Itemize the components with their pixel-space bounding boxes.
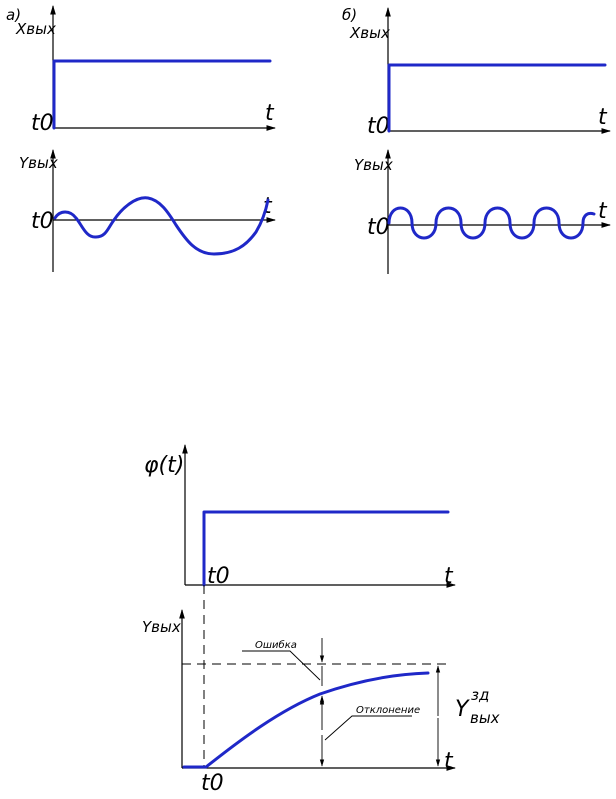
bottom-step-signal — [202, 510, 450, 587]
panel-b-output-t0-label: t0 — [367, 215, 390, 240]
panel-b: б) Xвых t t0 Yвых t t0 — [342, 6, 611, 274]
panel-a-output-t0-label: t0 — [31, 209, 54, 234]
bottom-input-plot: φ(t) t t0 — [144, 444, 456, 589]
error-leader — [242, 650, 321, 681]
panel-b-output-plot: Yвых t t0 — [354, 149, 611, 274]
bottom-output-plot: Yвых t t0 Ошибка Отклонение Y — [142, 609, 500, 796]
panel-a-step-signal — [52, 59, 272, 130]
panel-a-output-axis-label: Yвых — [19, 154, 58, 172]
panel-b-input-t0-label: t0 — [367, 114, 390, 139]
bottom-output-time-label: t — [444, 749, 454, 774]
panel-b-input-axis-label: Xвых — [349, 24, 390, 42]
bottom-output-axis-label: Yвых — [142, 618, 181, 636]
bottom-input-axis-label: φ(t) — [144, 453, 184, 478]
deviation-label: Отклонение — [356, 705, 420, 716]
bottom-output-t0-label: t0 — [201, 771, 224, 796]
panel-a-input-time-label: t — [265, 101, 275, 126]
panel-b-output-axis-label: Yвых — [354, 156, 393, 174]
error-label: Ошибка — [255, 639, 297, 651]
setpoint-label-main: Y — [455, 697, 470, 722]
panel-b-output-time-label: t — [598, 199, 608, 224]
panel-b-input-time-label: t — [598, 105, 608, 130]
bottom-input-time-label: t — [444, 564, 454, 589]
panel-a-output-plot: Yвых t t0 — [19, 149, 276, 272]
deviation-leader — [324, 715, 412, 741]
panel-b-step-signal — [387, 63, 607, 133]
bottom-response-curve — [182, 671, 430, 769]
panel-a: а) Xвых t t0 Yвых t t0 — [6, 5, 276, 272]
setpoint-label-superscript: зд — [471, 686, 489, 704]
bottom-diagram: φ(t) t t0 Yвых t t0 — [142, 444, 500, 796]
bottom-input-t0-label: t0 — [207, 564, 230, 589]
setpoint-label-subscript: вых — [470, 709, 500, 727]
panel-b-input-plot: Xвых t t0 — [349, 7, 611, 139]
panel-b-oscillation-curve — [387, 206, 596, 240]
panel-a-input-axis-label: Xвых — [15, 20, 56, 38]
panel-a-input-t0-label: t0 — [31, 111, 54, 136]
panel-a-response-curve — [53, 196, 270, 256]
panel-b-tag: б) — [342, 6, 357, 24]
panel-a-input-plot: Xвых t t0 — [15, 5, 276, 136]
panel-a-tag: а) — [6, 6, 21, 24]
